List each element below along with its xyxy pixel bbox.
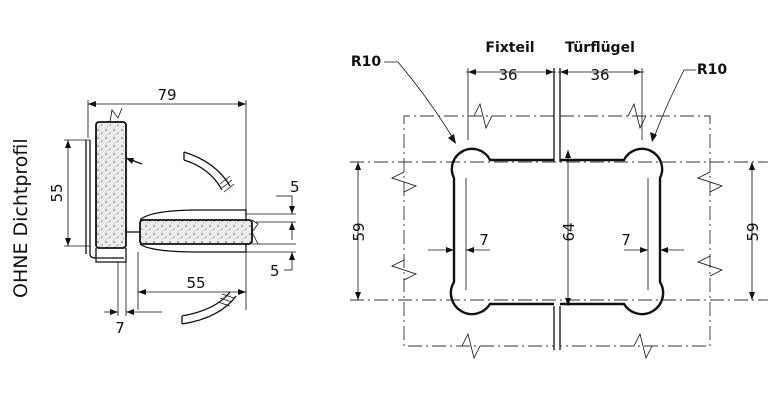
side-view: OHNE Dichtprofil 79 [10,86,300,337]
svg-text:5: 5 [270,262,280,280]
svg-text:59: 59 [744,222,762,241]
door-leaf-label: Türflügel [565,40,635,56]
cutout-left [449,147,554,316]
rotation-arc-bottom [181,291,237,325]
dim-59-left: 59 [350,162,368,300]
dim-7-left: 7 [428,178,490,290]
dim-5-top: 5 [246,178,300,240]
side-view-caption: OHNE Dichtprofil [10,138,32,298]
radius-right-label: R10 [697,62,728,78]
svg-text:79: 79 [157,86,176,104]
horizontal-glass-panel [126,209,259,253]
dim-55-vertical: 55 [48,139,90,247]
svg-text:64: 64 [560,222,578,241]
dim-36-right: 36 [558,66,644,140]
cutout-right [560,147,665,316]
svg-text:5: 5 [290,178,300,196]
cutout-view: Fixteil Türflügel R10 R10 [350,40,768,360]
dim-5-bottom: 5 [246,243,296,280]
svg-text:59: 59 [350,222,368,241]
dim-55-horizontal: 55 [137,252,247,310]
svg-text:7: 7 [621,231,631,249]
svg-text:55: 55 [186,274,205,292]
dim-64: 64 [560,150,578,306]
radius-left-label: R10 [351,54,382,70]
dim-7-right: 7 [621,178,684,290]
dim-79: 79 [87,86,247,210]
dim-59-right: 59 [744,162,762,300]
svg-text:7: 7 [479,231,489,249]
svg-text:36: 36 [590,66,609,84]
svg-text:55: 55 [48,183,66,202]
svg-text:7: 7 [115,319,125,337]
angle-90 [125,151,235,193]
dim-36-left: 36 [466,66,556,140]
fixed-panel-label: Fixteil [485,40,534,56]
dim-7-offset: 7 [104,262,162,337]
vertical-glass-panel [85,107,127,263]
svg-text:36: 36 [498,66,517,84]
